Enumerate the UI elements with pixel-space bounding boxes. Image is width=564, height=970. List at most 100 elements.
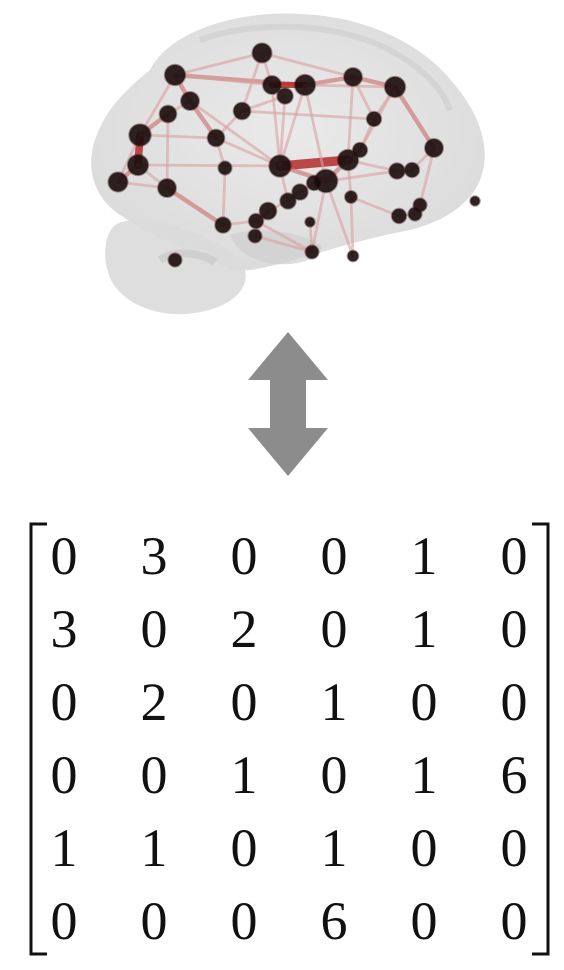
connectome-edge <box>278 94 287 168</box>
connectome-edge <box>240 109 376 121</box>
connectome-node <box>469 195 481 207</box>
matrix-cell: 3 <box>50 599 78 659</box>
connectome-edge <box>253 234 314 254</box>
connectome-edge <box>310 179 328 254</box>
connectome-node <box>167 252 183 268</box>
matrix-cell: 0 <box>320 526 348 586</box>
connectome-edge <box>349 195 401 218</box>
connectome-edge <box>303 83 328 183</box>
connectome-node <box>163 63 187 87</box>
matrix-cell: 0 <box>410 891 438 951</box>
connectome-edge <box>275 155 353 171</box>
connectome-nodes <box>107 42 481 268</box>
connectome-node <box>107 171 129 193</box>
matrix-cell: 0 <box>500 599 528 659</box>
matrix-cell: 0 <box>230 891 258 951</box>
connectome-node <box>206 128 226 148</box>
matrix-cell: 1 <box>410 526 438 586</box>
connectome-node <box>214 216 232 234</box>
matrix-right-bracket <box>530 522 552 956</box>
connectome-edge <box>165 112 170 190</box>
connectome-node <box>424 138 444 158</box>
connectome-node <box>365 110 383 128</box>
connectome-node <box>343 67 363 87</box>
connectome-edge <box>136 163 282 168</box>
connectome-edge <box>324 179 355 258</box>
connectome-node <box>126 153 150 177</box>
connectome-node <box>232 101 252 121</box>
connectome-node <box>268 154 292 178</box>
matrix-cell: 0 <box>500 891 528 951</box>
connectome-node <box>258 201 278 221</box>
matrix-cell: 1 <box>320 818 348 878</box>
connectome-edge <box>392 84 437 151</box>
connectome-edge <box>138 133 218 140</box>
connectome-edge <box>349 195 355 258</box>
matrix-cell: 1 <box>230 745 258 805</box>
connectome-node <box>304 216 316 228</box>
connectome-edge <box>138 73 177 137</box>
matrix-cell: 0 <box>320 599 348 659</box>
connectome-edge <box>173 73 274 87</box>
matrix-cell: 0 <box>50 672 78 732</box>
connectome-edge <box>188 99 282 168</box>
connectome-node <box>291 183 309 201</box>
connectome-edge <box>240 51 264 113</box>
connectome-node <box>403 161 421 179</box>
connectome-edge <box>418 146 436 207</box>
matrix-row: 3 0 2 0 1 0 <box>18 593 546 666</box>
connectome-node <box>247 212 265 230</box>
matrix-cell: 1 <box>140 818 168 878</box>
connectome-edge <box>164 185 226 228</box>
connectome-node <box>128 123 152 147</box>
connectome-node <box>336 148 360 172</box>
connectome-edge <box>278 83 307 168</box>
connectome-node <box>157 178 177 198</box>
matrix-cell: 0 <box>500 818 528 878</box>
bidirectional-arrow-icon <box>0 330 564 490</box>
connectome-node <box>158 104 178 124</box>
matrix-row: 0 0 1 0 1 6 <box>18 739 546 812</box>
connectome-edge <box>254 219 314 254</box>
brain-svg <box>91 13 485 315</box>
connectome-node <box>180 91 200 111</box>
matrix-cell: 0 <box>410 672 438 732</box>
connectome-node <box>276 87 294 105</box>
matrix-cell: 1 <box>320 672 348 732</box>
connectome-node <box>351 141 369 159</box>
connectome-node <box>304 244 320 260</box>
connectome-edge <box>221 166 227 227</box>
matrix-cell: 0 <box>140 891 168 951</box>
connectome-edge <box>260 51 355 79</box>
matrix-cell: 2 <box>140 672 168 732</box>
matrix-cell: 0 <box>500 526 528 586</box>
matrix-cell: 0 <box>50 745 78 805</box>
matrix-cell: 1 <box>410 745 438 805</box>
connectome-node <box>390 207 408 225</box>
matrix-cell: 1 <box>410 599 438 659</box>
connectome-edge <box>214 136 282 168</box>
connectome-node <box>305 174 323 192</box>
connectome-node <box>293 73 317 97</box>
connectome-node <box>388 162 406 180</box>
matrix-cell: 0 <box>320 745 348 805</box>
matrix-cell: 1 <box>50 818 78 878</box>
matrix-cell: 0 <box>50 891 78 951</box>
matrix-cell: 0 <box>230 818 258 878</box>
matrix-cell: 6 <box>500 745 528 805</box>
connectome-node <box>344 190 358 204</box>
arrow-shape <box>248 332 328 476</box>
matrix-cell: 2 <box>230 599 258 659</box>
matrix-cell: 0 <box>230 526 258 586</box>
matrix-left-bracket <box>27 522 49 956</box>
matrix-cell: 0 <box>140 599 168 659</box>
connectome-node <box>262 75 282 95</box>
connectome-node <box>217 160 233 176</box>
connectome-node <box>251 42 273 64</box>
connectome-node <box>279 192 297 210</box>
matrix-cell: 0 <box>140 745 168 805</box>
